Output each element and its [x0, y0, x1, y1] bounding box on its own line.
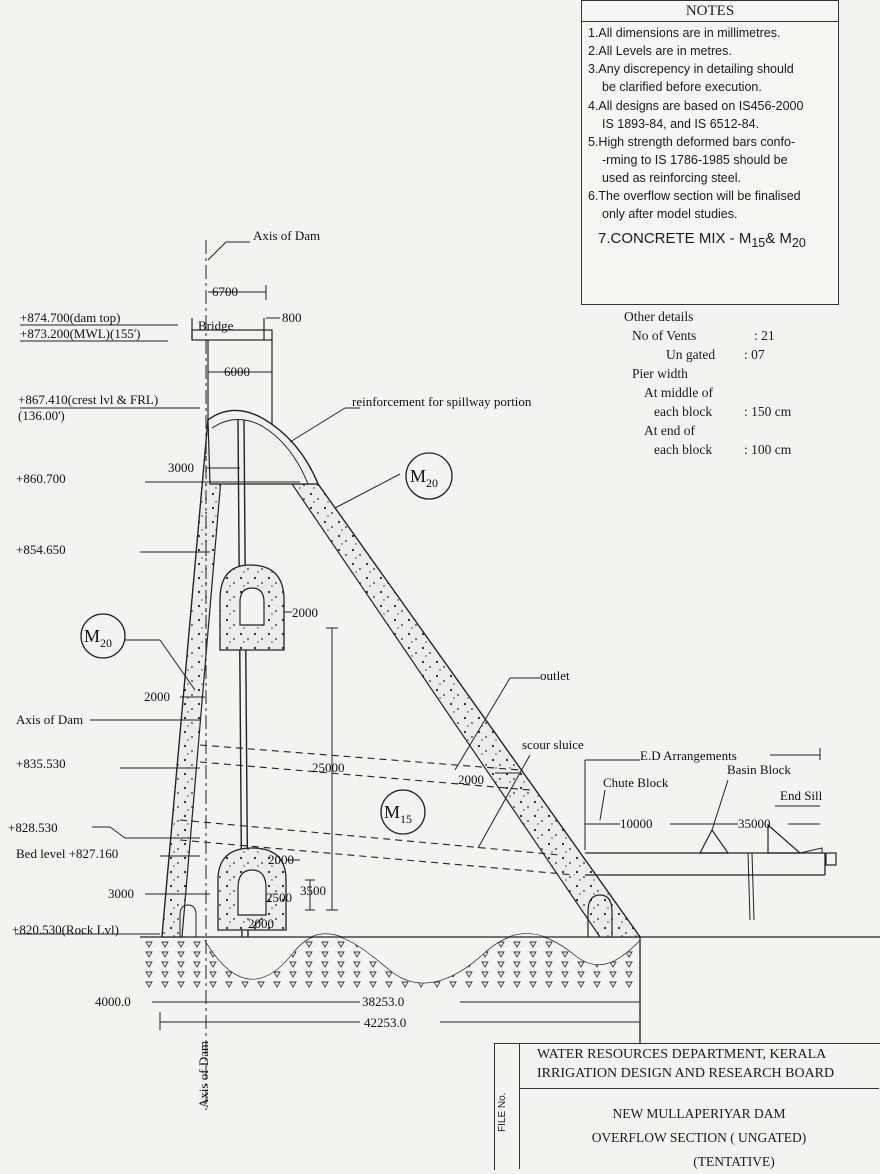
- scour-sluice-conduit: [179, 819, 561, 856]
- note-line: used as reinforcing steel.: [602, 171, 741, 185]
- dim-4000: 4000.0: [95, 994, 131, 1009]
- basin-block: [767, 823, 802, 854]
- level-crest: +867.410(crest lvl & FRL): [18, 392, 158, 407]
- axis-of-dam-label-bottom: Axis of Dam: [196, 1041, 211, 1108]
- other-details-title: Other details: [624, 309, 694, 324]
- m20-left-text: M20: [84, 626, 112, 650]
- title-block: FILE No. WATER RESOURCES DEPARTMENT, KER…: [494, 1043, 880, 1170]
- title-block-project: NEW MULLAPERIYAR DAM OVERFLOW SECTION ( …: [519, 1102, 879, 1174]
- reinforcement-label: reinforcement for spillway portion: [352, 394, 532, 409]
- ungated-label: Un gated: [666, 347, 716, 362]
- note-line: 5.High strength deformed bars confo-: [588, 134, 796, 149]
- outlet-conduit: [199, 744, 521, 771]
- level-854: +854.650: [16, 542, 66, 557]
- dim-800: 800: [282, 310, 302, 325]
- level-828: +828.530: [8, 820, 58, 835]
- outlet-label: outlet: [540, 668, 570, 683]
- end-label-1: At end of: [644, 423, 695, 438]
- m20-marker-left: [80, 613, 126, 659]
- pier-label: Pier width: [632, 366, 688, 381]
- note-line: IS 1893-84, and IS 6512-84.: [602, 116, 760, 131]
- dim-3000-top: 3000: [168, 460, 194, 475]
- m15-marker: [380, 789, 426, 835]
- dim-2000-bottom: 2000: [248, 916, 274, 931]
- level-mwl: +873.200(MWL)(155'): [20, 326, 141, 341]
- file-no-label: FILE No.: [497, 1092, 508, 1132]
- chute-block-label: Chute Block: [603, 775, 669, 790]
- middle-label-1: At middle of: [644, 385, 713, 400]
- dim-2000-lower: 2000: [268, 852, 294, 867]
- axis-of-dam-label-left: Axis of Dam: [16, 712, 83, 727]
- drawing-status: (TENTATIVE): [693, 1154, 775, 1169]
- scour-sluice-label: scour sluice: [522, 737, 584, 752]
- project-name: NEW MULLAPERIYAR DAM: [612, 1106, 786, 1121]
- crest-cap: [207, 409, 319, 485]
- level-860: +860.700: [16, 471, 66, 486]
- middle-label-2: each block: [654, 404, 713, 419]
- dim-10000: 10000: [620, 816, 653, 831]
- other-details: Other details No of Vents : 21 Un gated : …: [604, 307, 844, 459]
- dim-2000-right: 2000: [458, 772, 484, 787]
- dim-25000: 25000: [312, 760, 345, 775]
- dim-2000-gallery: 2000: [292, 605, 318, 620]
- note-line: 2.All Levels are in metres.: [588, 44, 732, 59]
- level-dam-top: +874.700(dam top): [20, 310, 120, 325]
- dim-3500: 3500: [300, 883, 326, 898]
- dim-35000: 35000: [738, 816, 771, 831]
- vents-value: : 21: [754, 328, 775, 343]
- notes-title: NOTES: [582, 1, 838, 22]
- note-line: 3.Any discrepency in detailing should: [588, 62, 794, 77]
- level-835: +835.530: [16, 756, 66, 771]
- end-label-2: each block: [654, 442, 713, 457]
- m20-marker-right: [405, 452, 453, 500]
- level-rock: +820.530(Rock Lvl): [12, 922, 119, 937]
- axis-of-dam-label-top: Axis of Dam: [253, 228, 320, 243]
- section-name: OVERFLOW SECTION ( UNGATED): [591, 1130, 807, 1145]
- level-bed: Bed level +827.160: [16, 846, 118, 861]
- ungated-value: : 07: [744, 347, 765, 362]
- upstream-m20-band: [161, 419, 227, 938]
- ed-arrangements-label: E.D Arrangements: [640, 748, 737, 763]
- note-line: 1.All dimensions are in millimetres.: [588, 26, 781, 40]
- bridge-label: Bridge: [198, 318, 234, 333]
- level-crest-ft: (136.00'): [18, 408, 65, 423]
- dim-2000-left: 2000: [144, 689, 170, 704]
- dim-2500: 2500: [266, 890, 292, 905]
- note-line: only after model studies.: [602, 207, 738, 222]
- spillway-reinforcement: [211, 419, 309, 485]
- note-line: 6.The overflow section will be finalised: [588, 189, 801, 204]
- title-block-header: WATER RESOURCES DEPARTMENT, KERALA IRRIG…: [519, 1044, 879, 1089]
- dim-42253: 42253.0: [364, 1015, 406, 1030]
- file-no-cell: FILE No.: [495, 1044, 520, 1169]
- vents-label: No of Vents: [632, 328, 697, 343]
- board-name: IRRIGATION DESIGN AND RESEARCH BOARD: [537, 1066, 835, 1081]
- downstream-m20-band: [290, 483, 642, 938]
- dim-38253: 38253.0: [362, 994, 404, 1009]
- basin-block-label: Basin Block: [727, 762, 791, 777]
- dim-6000: 6000: [224, 364, 250, 379]
- end-value: : 100 cm: [744, 442, 792, 457]
- end-sill-label: End Sill: [780, 788, 823, 803]
- note-concrete-mix: 7.CONCRETE MIX - M15& M20: [598, 230, 806, 251]
- middle-value: : 150 cm: [744, 404, 792, 419]
- note-line: be clarified before execution.: [602, 80, 762, 95]
- note-line: 4.All designs are based on IS456-2000: [588, 98, 804, 113]
- notes-box: NOTES 1.All dimensions are in millimetre…: [581, 0, 839, 305]
- m20-right-text: M20: [410, 466, 438, 490]
- department-name: WATER RESOURCES DEPARTMENT, KERALA: [537, 1047, 827, 1062]
- notes-list: 1.All dimensions are in millimetres. 2.Al…: [582, 22, 838, 223]
- chute-block: [699, 828, 730, 854]
- note-line: -rming to IS 1786-1985 should be: [602, 152, 788, 167]
- dim-3000-lower: 3000: [108, 886, 134, 901]
- m15-text: M15: [384, 802, 412, 826]
- dim-6700: 6700: [212, 284, 238, 299]
